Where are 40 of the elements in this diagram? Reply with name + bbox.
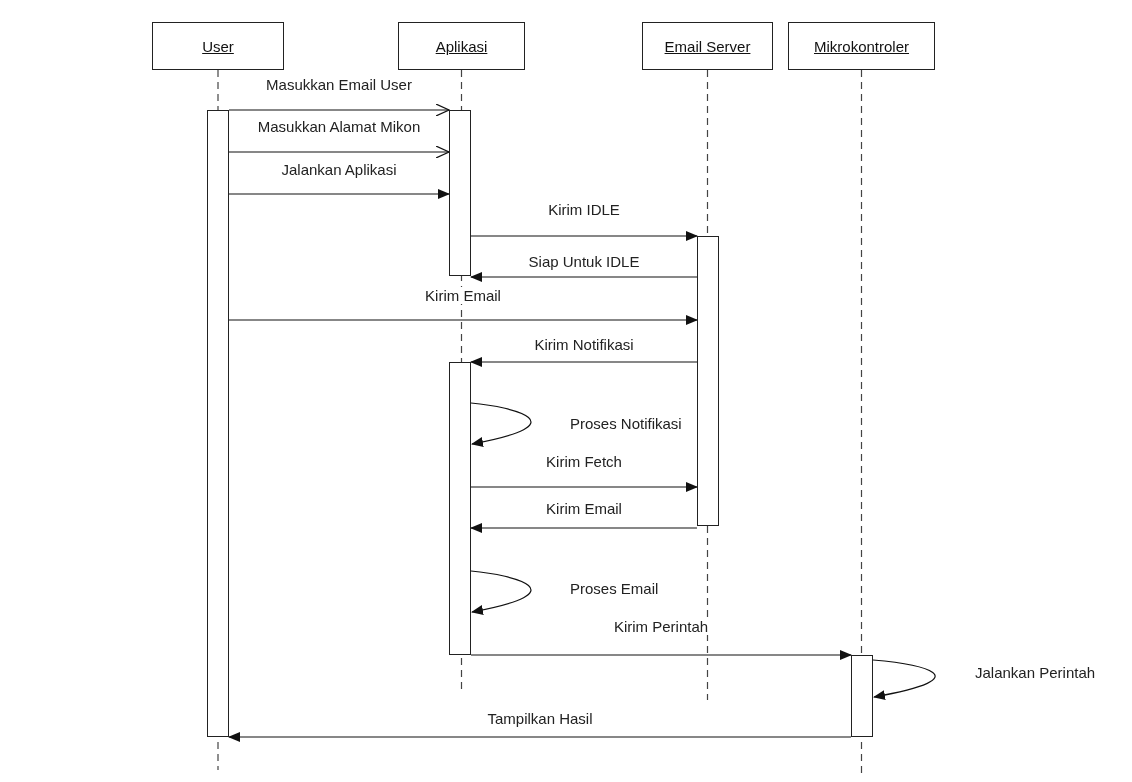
message-arrow [470, 357, 698, 367]
participant-name: User [202, 37, 234, 55]
message-label: Masukkan Alamat Mikon [255, 118, 423, 135]
participant-name: Mikrokontroler [814, 37, 909, 55]
message-label: Proses Notifikasi [568, 415, 684, 432]
participant-name: Email Server [664, 37, 751, 55]
message-label: Kirim Notifikasi [532, 336, 636, 353]
message-arrow [470, 482, 698, 492]
message-arrow [228, 145, 450, 159]
message-label: Kirim IDLE [546, 201, 622, 218]
message-arrow [872, 659, 936, 700]
activation-bar [449, 110, 471, 276]
activation-bar [207, 110, 229, 737]
message-arrow [470, 523, 698, 533]
message-label: Proses Email [568, 580, 661, 597]
participant-box [642, 22, 773, 70]
participant-box [152, 22, 284, 70]
message-label: Kirim Email [544, 500, 624, 517]
message-label: Kirim Email [423, 287, 503, 304]
message-label: Kirim Fetch [544, 453, 624, 470]
message-arrow [470, 272, 698, 282]
message-label: Jalankan Perintah [973, 664, 1098, 681]
message-label: Jalankan Aplikasi [279, 161, 399, 178]
message-arrow [228, 189, 450, 199]
participant-box [788, 22, 935, 70]
activation-bar [697, 236, 719, 526]
message-label: Tampilkan Hasil [485, 710, 595, 727]
message-arrow [228, 732, 852, 742]
message-arrow [228, 315, 698, 325]
message-arrow [470, 570, 532, 615]
message-arrow [470, 231, 698, 241]
message-arrow [470, 650, 852, 660]
message-arrow [470, 402, 532, 447]
message-arrow [228, 103, 450, 117]
message-label: Masukkan Email User [264, 76, 414, 93]
participant-box [398, 22, 525, 70]
activation-bar [851, 655, 873, 737]
activation-bar [449, 362, 471, 655]
participant-name: Aplikasi [435, 37, 488, 55]
message-label: Siap Untuk IDLE [526, 253, 642, 270]
